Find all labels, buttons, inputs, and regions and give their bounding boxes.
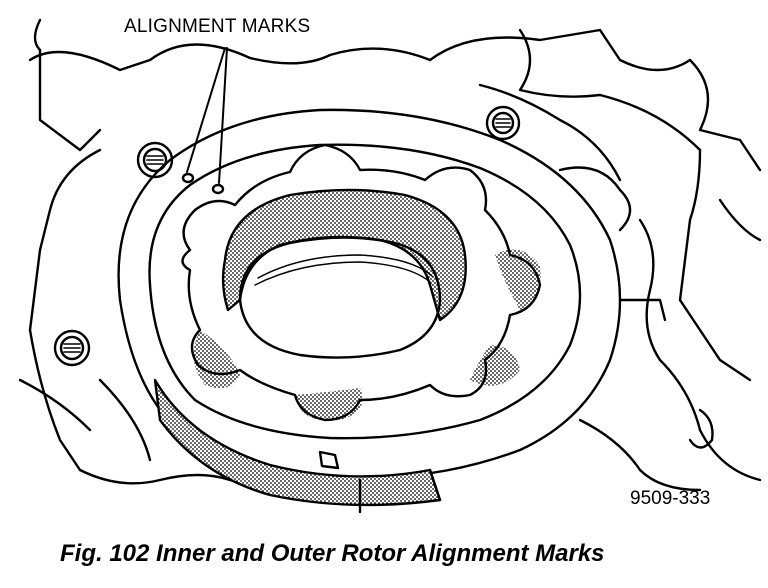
- drawing-number: 9509-333: [630, 488, 711, 509]
- inner-rotor: [181, 143, 542, 422]
- housing-outline: [18, 18, 762, 502]
- bolt-hole-top-center: [485, 105, 521, 141]
- bolt-hole-top-left: [136, 141, 174, 179]
- rotor-pocket-shading: [193, 249, 541, 421]
- pump-body-flange: [117, 108, 622, 480]
- alignment-marks-callout: ALIGNMENT MARKS: [124, 16, 311, 37]
- outer-rotor: [148, 143, 582, 440]
- callout-leader-lines: [186, 47, 228, 184]
- figure-caption: Fig. 102 Inner and Outer Rotor Alignment…: [60, 540, 605, 567]
- alignment-mark-inner-rotor: [211, 183, 225, 195]
- rotor-bore: [238, 236, 442, 359]
- rotor-bore-shading: [221, 188, 467, 322]
- alignment-mark-outer-rotor: [181, 172, 195, 184]
- bolt-hole-bottom-left: [53, 329, 91, 367]
